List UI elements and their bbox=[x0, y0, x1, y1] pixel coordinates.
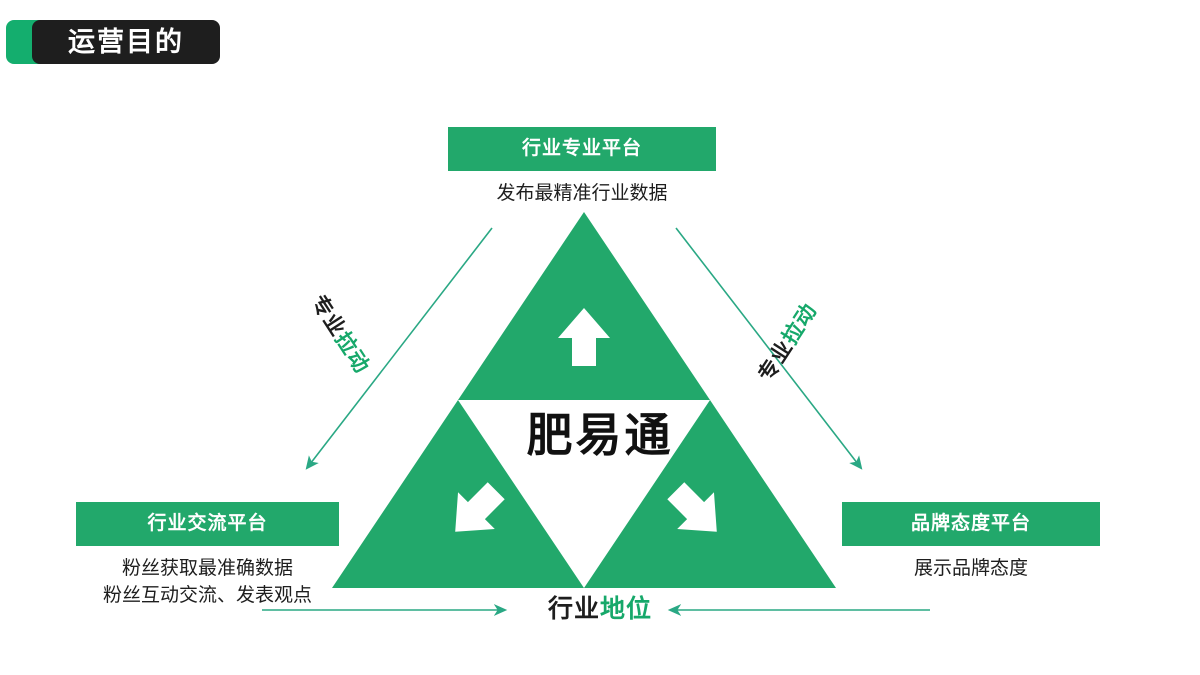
arrow-top-to-left bbox=[305, 227, 493, 470]
node-right: 品牌态度平台 展示品牌态度 bbox=[842, 502, 1100, 581]
node-left-description-line-1: 粉丝获取最准确数据 bbox=[121, 558, 293, 579]
node-right-description-line-1: 展示品牌态度 bbox=[913, 558, 1028, 579]
triangle-segment-right bbox=[584, 400, 836, 588]
node-left: 行业交流平台 粉丝获取最准确数据 粉丝互动交流、发表观点 bbox=[76, 502, 339, 608]
page-title: 运营目的 bbox=[68, 26, 184, 57]
edge-caption-bottom-dark: 行业 bbox=[547, 595, 600, 623]
node-top: 行业专业平台 发布最精准行业数据 bbox=[448, 127, 716, 206]
arrow-down-left-icon bbox=[455, 482, 505, 532]
header-title-plate: 运营目的 bbox=[32, 20, 220, 64]
edge-caption-bottom-accent: 地位 bbox=[600, 595, 653, 623]
arrow-top-to-right bbox=[675, 227, 863, 470]
edge-caption-bottom: 行业地位 bbox=[0, 597, 1200, 622]
node-top-chip[interactable]: 行业专业平台 bbox=[448, 127, 716, 171]
triangle-body bbox=[332, 212, 836, 588]
arrow-down-right-icon bbox=[667, 482, 717, 532]
page-header-badge: 运营目的 bbox=[6, 20, 220, 64]
arrow-up-icon bbox=[558, 308, 610, 366]
node-right-chip[interactable]: 品牌态度平台 bbox=[842, 502, 1100, 546]
inner-arrow-icons bbox=[455, 308, 717, 532]
triangle-segment-top bbox=[458, 212, 710, 400]
node-left-chip[interactable]: 行业交流平台 bbox=[76, 502, 339, 546]
outer-relationship-arrows bbox=[305, 227, 863, 470]
node-top-description-line-1: 发布最精准行业数据 bbox=[496, 183, 668, 204]
node-left-description-line-2: 粉丝互动交流、发表观点 bbox=[102, 585, 312, 607]
